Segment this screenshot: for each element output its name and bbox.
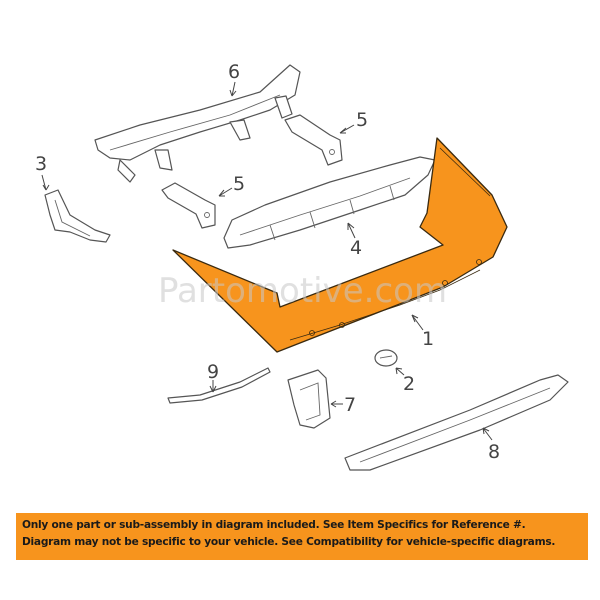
disclaimer-banner: Only one part or sub-assembly in diagram… [16,513,588,560]
svg-text:3: 3 [35,153,47,175]
svg-text:2: 2 [403,373,415,395]
callout-9: 9 [207,361,219,393]
svg-text:5: 5 [233,173,245,195]
svg-text:5: 5 [356,109,368,131]
callout-3: 3 [35,153,50,191]
svg-text:1: 1 [422,328,434,350]
callout-8: 8 [482,427,500,463]
part-2-clip [374,349,398,367]
svg-text:9: 9 [207,361,219,383]
disclaimer-line-1: Only one part or sub-assembly in diagram… [22,519,526,531]
part-3-side-bracket [44,189,111,243]
part-5-bracket-upper [284,114,343,166]
svg-text:8: 8 [488,441,500,463]
svg-text:6: 6 [228,61,240,83]
svg-text:7: 7 [344,394,356,416]
callout-2: 2 [395,367,415,395]
part-1-bumper-cover [172,137,508,353]
part-5-bracket-lower [161,182,216,229]
callout-7: 7 [330,394,356,416]
part-7-duct [287,369,331,429]
callout-4: 4 [347,222,362,259]
callout-1: 1 [411,314,434,350]
part-4-absorber [223,156,436,249]
callout-6: 6 [228,61,240,97]
callout-5-upper: 5 [339,109,368,134]
callout-5-lower: 5 [218,173,245,197]
watermark-text: Partomotive.com [158,271,447,311]
part-6-reinforcement [94,64,301,183]
disclaimer-line-2: Diagram may not be specific to your vehi… [22,536,556,548]
svg-text:4: 4 [350,237,362,259]
part-8-step-pad [344,374,569,471]
